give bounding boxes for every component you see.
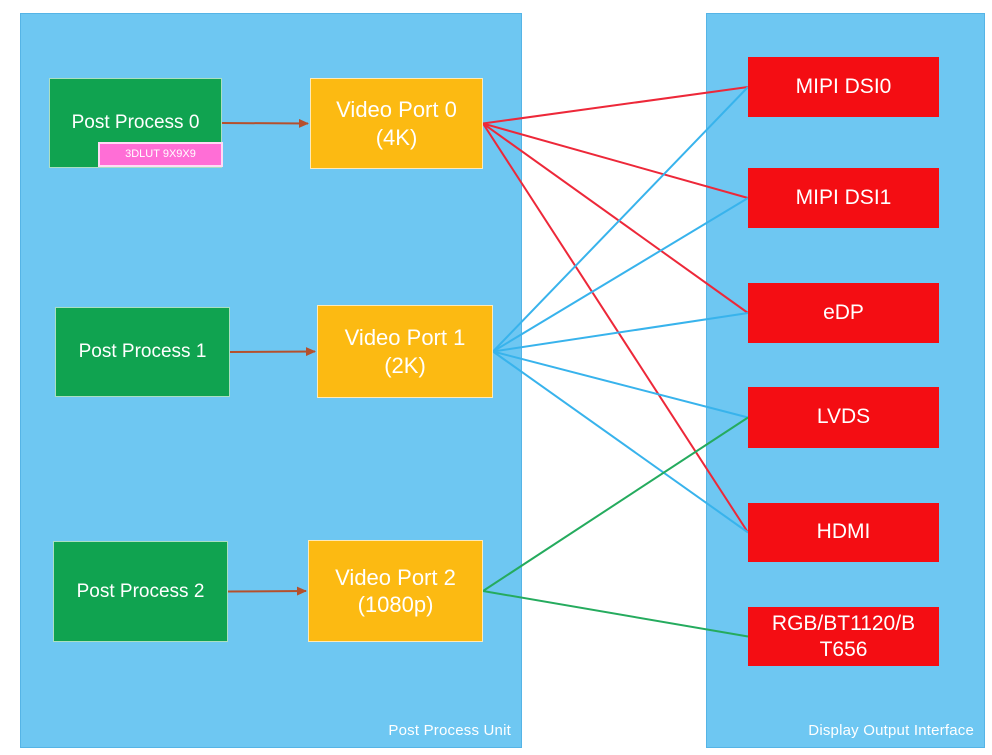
display-output-interface-label: Display Output Interface — [808, 722, 974, 739]
post-process-2-box: Post Process 2 — [53, 541, 228, 642]
post-process-0-label: Post Process 0 — [71, 112, 200, 134]
mipi-dsi1-box: MIPI DSI1 — [748, 168, 939, 228]
post-process-2-label: Post Process 2 — [76, 580, 205, 602]
mipi-dsi0-label: MIPI DSI0 — [795, 74, 892, 98]
3dlut-label: 3DLUT 9X9X9 — [125, 147, 196, 160]
video-port-2-resolution: (1080p) — [357, 592, 434, 617]
post-process-1-label: Post Process 1 — [78, 341, 207, 363]
video-port-2-label: Video Port 2 — [335, 564, 456, 590]
video-port-2-box: Video Port 2 (1080p) — [308, 540, 483, 642]
rgb-bt1120-bt656-label-line1: RGB/BT1120/B — [771, 612, 916, 636]
rgb-bt1120-bt656-label-line2: T656 — [819, 637, 868, 661]
hdmi-label: HDMI — [816, 520, 871, 544]
edp-box: eDP — [748, 283, 939, 343]
video-port-0-box: Video Port 0 (4K) — [310, 78, 483, 169]
video-port-1-box: Video Port 1 (2K) — [317, 305, 493, 398]
video-port-0-label: Video Port 0 — [336, 97, 457, 122]
edp-label: eDP — [823, 300, 864, 324]
mipi-dsi0-box: MIPI DSI0 — [748, 57, 939, 117]
lvds-box: LVDS — [748, 387, 939, 448]
lvds-label: LVDS — [816, 405, 871, 429]
mipi-dsi1-label: MIPI DSI1 — [795, 185, 892, 209]
video-port-0-resolution: (4K) — [375, 124, 418, 150]
rgb-bt1120-bt656-box: RGB/BT1120/B T656 — [748, 607, 939, 666]
post-process-1-box: Post Process 1 — [55, 307, 230, 397]
3dlut-badge: 3DLUT 9X9X9 — [98, 142, 223, 167]
video-port-1-label: Video Port 1 — [344, 325, 466, 350]
hdmi-box: HDMI — [748, 503, 939, 562]
video-port-1-resolution: (2K) — [384, 352, 426, 378]
post-process-unit-label: Post Process Unit — [388, 722, 511, 739]
